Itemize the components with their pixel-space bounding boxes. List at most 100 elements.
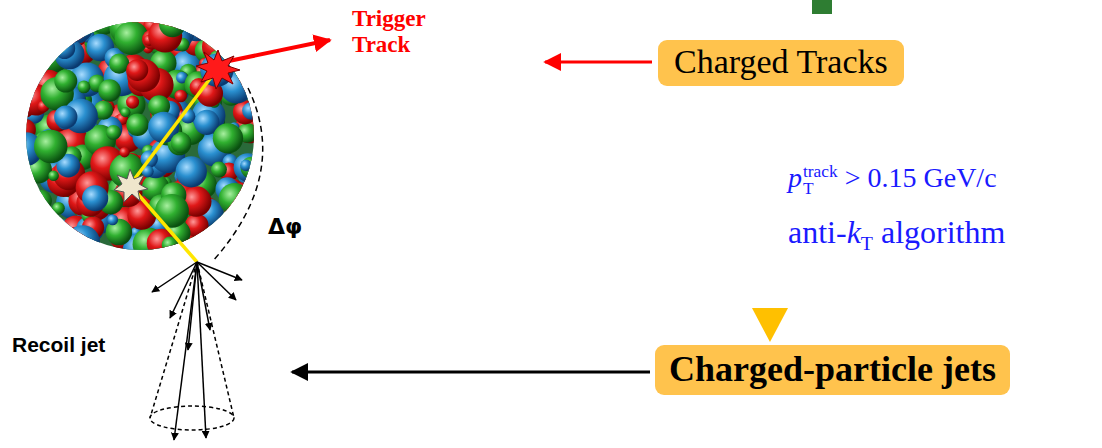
parton-sphere bbox=[27, 196, 41, 210]
parton-sphere bbox=[120, 107, 130, 117]
label-text: p bbox=[788, 162, 802, 193]
parton-sphere bbox=[211, 162, 227, 178]
parton-sphere bbox=[32, 219, 42, 229]
parton-sphere bbox=[32, 38, 53, 59]
parton-sphere bbox=[36, 216, 55, 235]
parton-sphere bbox=[40, 44, 53, 57]
to-recoil-arrow bbox=[292, 371, 650, 374]
parton-sphere bbox=[34, 130, 67, 163]
process-box: Charged Tracks bbox=[658, 40, 904, 86]
parton-sphere bbox=[176, 156, 207, 187]
label-text: > 0.15 GeV/c bbox=[845, 162, 997, 193]
parton-sphere bbox=[242, 68, 254, 80]
parton-sphere bbox=[240, 159, 252, 171]
trigger-arrow bbox=[224, 40, 330, 62]
parton-sphere bbox=[109, 54, 129, 74]
parton-sphere bbox=[54, 105, 77, 128]
parton-sphere bbox=[155, 194, 189, 228]
process-box: Charged-particle jets bbox=[655, 345, 1010, 395]
parton-sphere bbox=[126, 114, 148, 136]
cut-label: ptrackT> 0.15 GeV/c bbox=[788, 162, 997, 198]
label-text: algorithm bbox=[881, 214, 1005, 250]
label-text: Recoil jet bbox=[12, 333, 105, 356]
arrow-shaft bbox=[763, 88, 777, 309]
label-text: k bbox=[847, 214, 861, 250]
parton-sphere bbox=[232, 222, 265, 255]
to-trigger-arrow bbox=[545, 61, 652, 64]
parton-sphere bbox=[59, 21, 76, 38]
parton-sphere bbox=[65, 225, 100, 260]
label-text: Trigger Track bbox=[352, 6, 425, 57]
parton-sphere bbox=[52, 202, 65, 215]
parton-sphere bbox=[219, 183, 251, 215]
parton-path bbox=[130, 185, 197, 262]
parton-sphere bbox=[19, 61, 42, 84]
parton-sphere bbox=[32, 232, 63, 263]
parton-sphere bbox=[48, 170, 59, 181]
parton-sphere bbox=[174, 90, 187, 103]
parton-sphere bbox=[159, 10, 186, 37]
parton-sphere bbox=[20, 205, 41, 226]
parton-sphere bbox=[241, 157, 263, 179]
parton-sphere bbox=[54, 38, 75, 59]
parton-sphere bbox=[226, 26, 251, 51]
parton-path bbox=[130, 68, 218, 185]
parton-sphere bbox=[98, 79, 121, 102]
parton-sphere bbox=[107, 215, 118, 226]
parton-sphere bbox=[213, 123, 243, 153]
parton-sphere bbox=[27, 189, 42, 204]
parton-sphere bbox=[119, 147, 129, 157]
label-text: T bbox=[803, 180, 838, 197]
delta-phi-arc bbox=[212, 88, 263, 262]
parton-sphere bbox=[31, 42, 50, 61]
box-text: Charged Tracks bbox=[674, 42, 888, 83]
parton-sphere bbox=[21, 29, 33, 41]
flow-arrow bbox=[752, 88, 788, 342]
parton-sphere bbox=[25, 195, 39, 209]
parton-sphere bbox=[26, 194, 39, 207]
hard-scatter-star bbox=[114, 169, 148, 202]
parton-sphere bbox=[30, 190, 52, 212]
label-text: T bbox=[861, 232, 873, 254]
parton-sphere bbox=[230, 31, 254, 55]
parton-sphere bbox=[26, 227, 38, 239]
parton-sphere bbox=[196, 20, 209, 33]
medium-disc bbox=[26, 22, 254, 250]
parton-sphere bbox=[237, 230, 262, 255]
parton-sphere bbox=[32, 234, 43, 245]
parton-sphere bbox=[126, 96, 139, 109]
parton-sphere bbox=[58, 29, 75, 46]
box-text: Charged-particle jets bbox=[669, 348, 996, 391]
parton-sphere bbox=[221, 27, 245, 51]
trigger-star bbox=[196, 50, 240, 89]
parton-sphere bbox=[127, 59, 160, 92]
parton-sphere bbox=[19, 73, 37, 91]
parton-sphere bbox=[236, 227, 270, 261]
algorithm-label: anti-kTalgorithm bbox=[788, 214, 1005, 255]
parton-sphere bbox=[41, 33, 57, 49]
parton-sphere bbox=[50, 10, 84, 44]
label-text: track bbox=[803, 163, 838, 180]
parton-sphere bbox=[236, 190, 265, 219]
parton-sphere bbox=[22, 39, 37, 54]
jet-label: Recoil jet bbox=[12, 333, 105, 357]
parton-sphere bbox=[126, 59, 148, 81]
angle-label: Δφ bbox=[268, 214, 302, 239]
recoil-jet-cone bbox=[150, 262, 242, 440]
parton-sphere bbox=[54, 19, 76, 41]
parton-sphere bbox=[54, 70, 77, 93]
top-icon bbox=[812, 0, 832, 14]
parton-sphere bbox=[78, 80, 91, 93]
parton-sphere bbox=[240, 17, 261, 38]
qgp-spheres bbox=[9, 5, 270, 266]
parton-sphere bbox=[11, 14, 44, 47]
parton-sphere bbox=[58, 9, 93, 44]
parton-sphere bbox=[106, 125, 121, 140]
label-text: anti- bbox=[788, 214, 847, 250]
parton-sphere bbox=[42, 21, 57, 36]
parton-sphere bbox=[171, 133, 192, 154]
trigger-label: Trigger Track bbox=[352, 6, 436, 59]
script-stack: trackT bbox=[803, 163, 838, 198]
parton-sphere bbox=[234, 153, 262, 181]
